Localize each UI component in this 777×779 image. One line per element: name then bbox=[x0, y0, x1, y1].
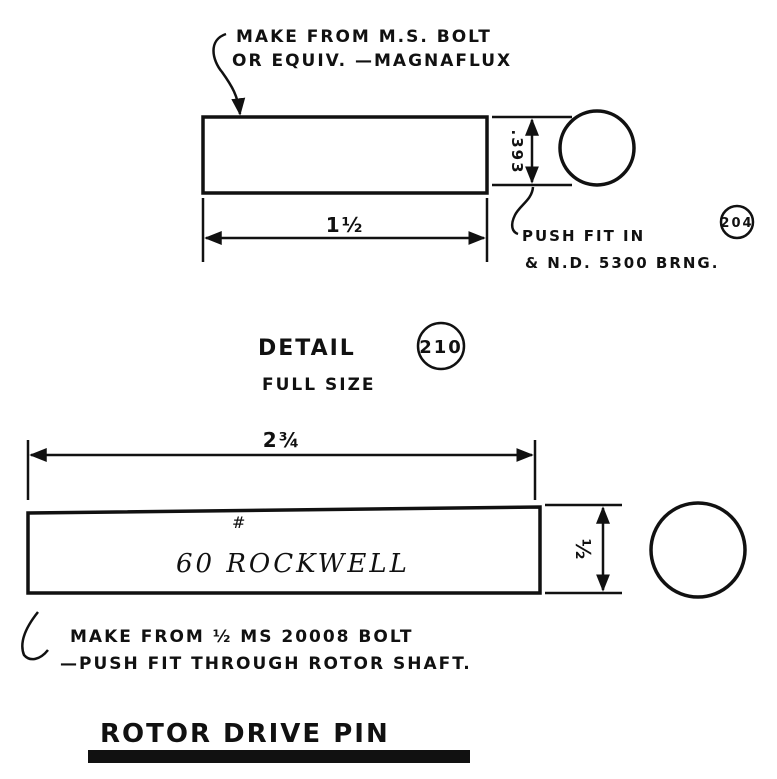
top-diameter-dim: .393 bbox=[508, 129, 526, 174]
detail-label: DETAIL bbox=[258, 336, 356, 361]
detail-number: 210 bbox=[419, 337, 463, 358]
detail-scale: FULL SIZE bbox=[262, 375, 376, 395]
top-note-line1: MAKE FROM M.S. BOLT bbox=[236, 27, 492, 47]
detail-number-circle bbox=[416, 321, 466, 371]
drawing-title: ROTOR DRIVE PIN bbox=[100, 719, 390, 749]
bottom-pin-side-view bbox=[26, 505, 542, 595]
bottom-pin-end-view bbox=[649, 501, 747, 599]
fit-note-line2: & N.D. 5300 BRNG. bbox=[525, 254, 719, 272]
bottom-length-dim: 2¾ bbox=[263, 428, 302, 452]
top-note-leader bbox=[212, 32, 246, 116]
top-pin-side-view bbox=[201, 115, 489, 195]
bottom-note-line2: —PUSH FIT THROUGH ROTOR SHAFT. bbox=[60, 654, 472, 674]
title-underline bbox=[88, 750, 470, 763]
fit-ref-number: 204 bbox=[720, 216, 753, 231]
bottom-note-line1: MAKE FROM ½ MS 20008 BOLT bbox=[70, 627, 413, 647]
fit-note-line1: PUSH FIT IN bbox=[522, 227, 645, 245]
hardness-mark: # bbox=[232, 513, 245, 532]
fit-ref-circle bbox=[719, 204, 755, 240]
bottom-diameter-dim: ½ bbox=[571, 539, 595, 562]
fit-note-leader bbox=[510, 186, 535, 236]
top-length-dim: 1½ bbox=[326, 213, 365, 237]
bottom-note-leader bbox=[21, 611, 49, 661]
top-note-line2: OR EQUIV. —MAGNAFLUX bbox=[232, 51, 512, 71]
hardness-note: 60 ROCKWELL bbox=[176, 549, 410, 579]
top-pin-end-view bbox=[558, 109, 636, 187]
